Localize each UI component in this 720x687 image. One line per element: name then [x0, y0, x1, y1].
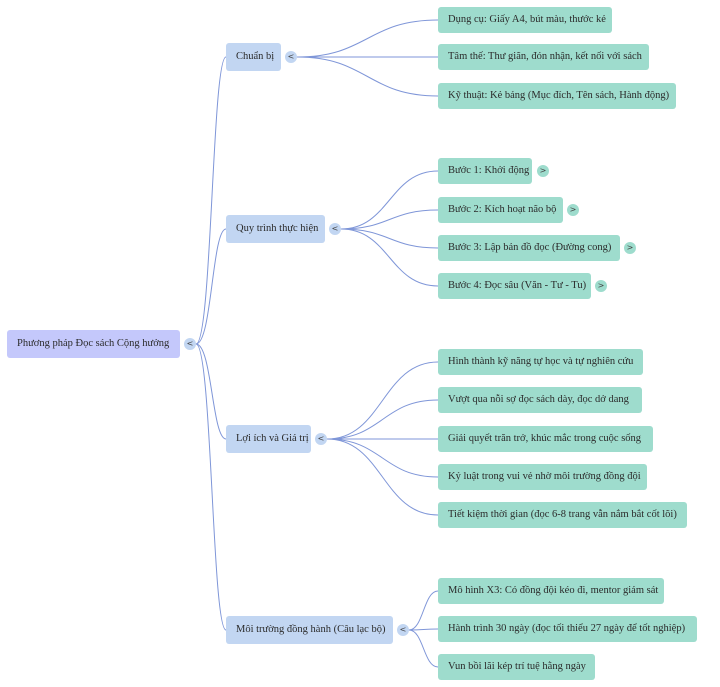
leaf-step-3[interactable]: Bước 3: Lập bản đồ đọc (Đường cong) — [438, 235, 620, 261]
leaf-label: Kỹ thuật: Kẻ bảng (Mục đích, Tên sách, H… — [448, 90, 670, 101]
branch-label: Môi trường đồng hành (Câu lạc bộ) — [236, 624, 386, 635]
branch-club-toggle[interactable]: < — [397, 624, 409, 636]
leaf-label: Mô hình X3: Có đồng đội kéo đi, mentor g… — [448, 585, 659, 596]
branch-club[interactable]: Môi trường đồng hành (Câu lạc bộ) — [226, 616, 393, 644]
leaf-label: Bước 4: Đọc sâu (Văn - Tư - Tu) — [448, 280, 587, 291]
edge-branch-to-leaf — [340, 228, 439, 287]
leaf-compound-wisdom[interactable]: Vun bồi lãi kép trí tuệ hằng ngày — [438, 654, 595, 680]
edge-branch-to-leaf — [408, 629, 439, 668]
edge-branch-to-leaf — [340, 170, 439, 230]
leaf-label: Giải quyết trăn trở, khúc mắc trong cuộc… — [448, 433, 642, 444]
branch-benefits[interactable]: Lợi ích và Giá trị — [226, 425, 311, 453]
branch-preparation-toggle[interactable]: < — [285, 51, 297, 63]
root-node[interactable]: Phương pháp Đọc sách Cộng hưởng — [7, 330, 180, 358]
edge-root-to-branch — [195, 343, 227, 631]
leaf-mindset[interactable]: Tâm thế: Thư giãn, đón nhận, kết nối với… — [438, 44, 649, 70]
leaf-label: Hành trình 30 ngày (đọc tối thiểu 27 ngà… — [448, 623, 686, 634]
leaf-solve-problems[interactable]: Giải quyết trăn trở, khúc mắc trong cuộc… — [438, 426, 653, 452]
leaf-step-1-expand-toggle[interactable]: > — [537, 165, 549, 177]
leaf-label: Tiết kiệm thời gian (đọc 6-8 trang vẫn n… — [448, 509, 677, 520]
edge-branch-to-leaf — [326, 399, 439, 440]
edge-branch-to-leaf — [326, 438, 439, 516]
leaf-tools[interactable]: Dụng cụ: Giấy A4, bút màu, thước kẻ — [438, 7, 612, 33]
edge-branch-to-leaf — [326, 361, 439, 440]
edge-root-to-branch — [195, 343, 227, 440]
leaf-step-4-expand-toggle[interactable]: > — [595, 280, 607, 292]
edge-root-to-branch — [195, 56, 227, 345]
edge-branch-to-leaf — [408, 628, 439, 631]
root-collapse-toggle[interactable]: < — [184, 338, 196, 350]
branch-benefits-toggle[interactable]: < — [315, 433, 327, 445]
leaf-step-2[interactable]: Bước 2: Kích hoạt não bộ — [438, 197, 563, 223]
leaf-step-4[interactable]: Bước 4: Đọc sâu (Văn - Tư - Tu) — [438, 273, 591, 299]
leaf-label: Kỷ luật trong vui vẻ nhờ môi trường đồng… — [448, 471, 641, 482]
leaf-label: Dụng cụ: Giấy A4, bút màu, thước kẻ — [448, 14, 606, 25]
edge-branch-to-leaf — [296, 56, 439, 97]
leaf-technique[interactable]: Kỹ thuật: Kẻ bảng (Mục đích, Tên sách, H… — [438, 83, 676, 109]
leaf-step-3-expand-toggle[interactable]: > — [624, 242, 636, 254]
leaf-discipline[interactable]: Kỷ luật trong vui vẻ nhờ môi trường đồng… — [438, 464, 647, 490]
edge-root-to-branch — [195, 228, 227, 345]
leaf-label: Bước 2: Kích hoạt não bộ — [448, 204, 557, 215]
leaf-overcome-fear[interactable]: Vượt qua nỗi sợ đọc sách dày, đọc dở dan… — [438, 387, 642, 413]
edge-branch-to-leaf — [340, 209, 439, 230]
leaf-label: Bước 3: Lập bản đồ đọc (Đường cong) — [448, 242, 612, 253]
branch-label: Lợi ích và Giá trị — [236, 433, 309, 444]
leaf-label: Hình thành kỹ năng tự học và tự nghiên c… — [448, 356, 634, 367]
leaf-label: Bước 1: Khởi động — [448, 165, 530, 176]
leaf-x3-model[interactable]: Mô hình X3: Có đồng đội kéo đi, mentor g… — [438, 578, 664, 604]
branch-process[interactable]: Quy trình thực hiện — [226, 215, 325, 243]
branch-label: Chuẩn bị — [236, 51, 275, 62]
root-label: Phương pháp Đọc sách Cộng hưởng — [17, 338, 170, 349]
leaf-label: Vun bồi lãi kép trí tuệ hằng ngày — [448, 661, 586, 672]
edge-branch-to-leaf — [326, 438, 439, 478]
edge-branch-to-leaf — [408, 590, 439, 631]
leaf-30-day-journey[interactable]: Hành trình 30 ngày (đọc tối thiểu 27 ngà… — [438, 616, 697, 642]
edge-branch-to-leaf — [340, 228, 439, 249]
leaf-step-2-expand-toggle[interactable]: > — [567, 204, 579, 216]
branch-label: Quy trình thực hiện — [236, 223, 319, 234]
branch-preparation[interactable]: Chuẩn bị — [226, 43, 281, 71]
leaf-save-time[interactable]: Tiết kiệm thời gian (đọc 6-8 trang vẫn n… — [438, 502, 687, 528]
edge-branch-to-leaf — [296, 19, 439, 58]
branch-process-toggle[interactable]: < — [329, 223, 341, 235]
leaf-self-study[interactable]: Hình thành kỹ năng tự học và tự nghiên c… — [438, 349, 643, 375]
leaf-step-1[interactable]: Bước 1: Khởi động — [438, 158, 532, 184]
leaf-label: Tâm thế: Thư giãn, đón nhận, kết nối với… — [448, 51, 642, 62]
leaf-label: Vượt qua nỗi sợ đọc sách dày, đọc dở dan… — [448, 394, 629, 405]
